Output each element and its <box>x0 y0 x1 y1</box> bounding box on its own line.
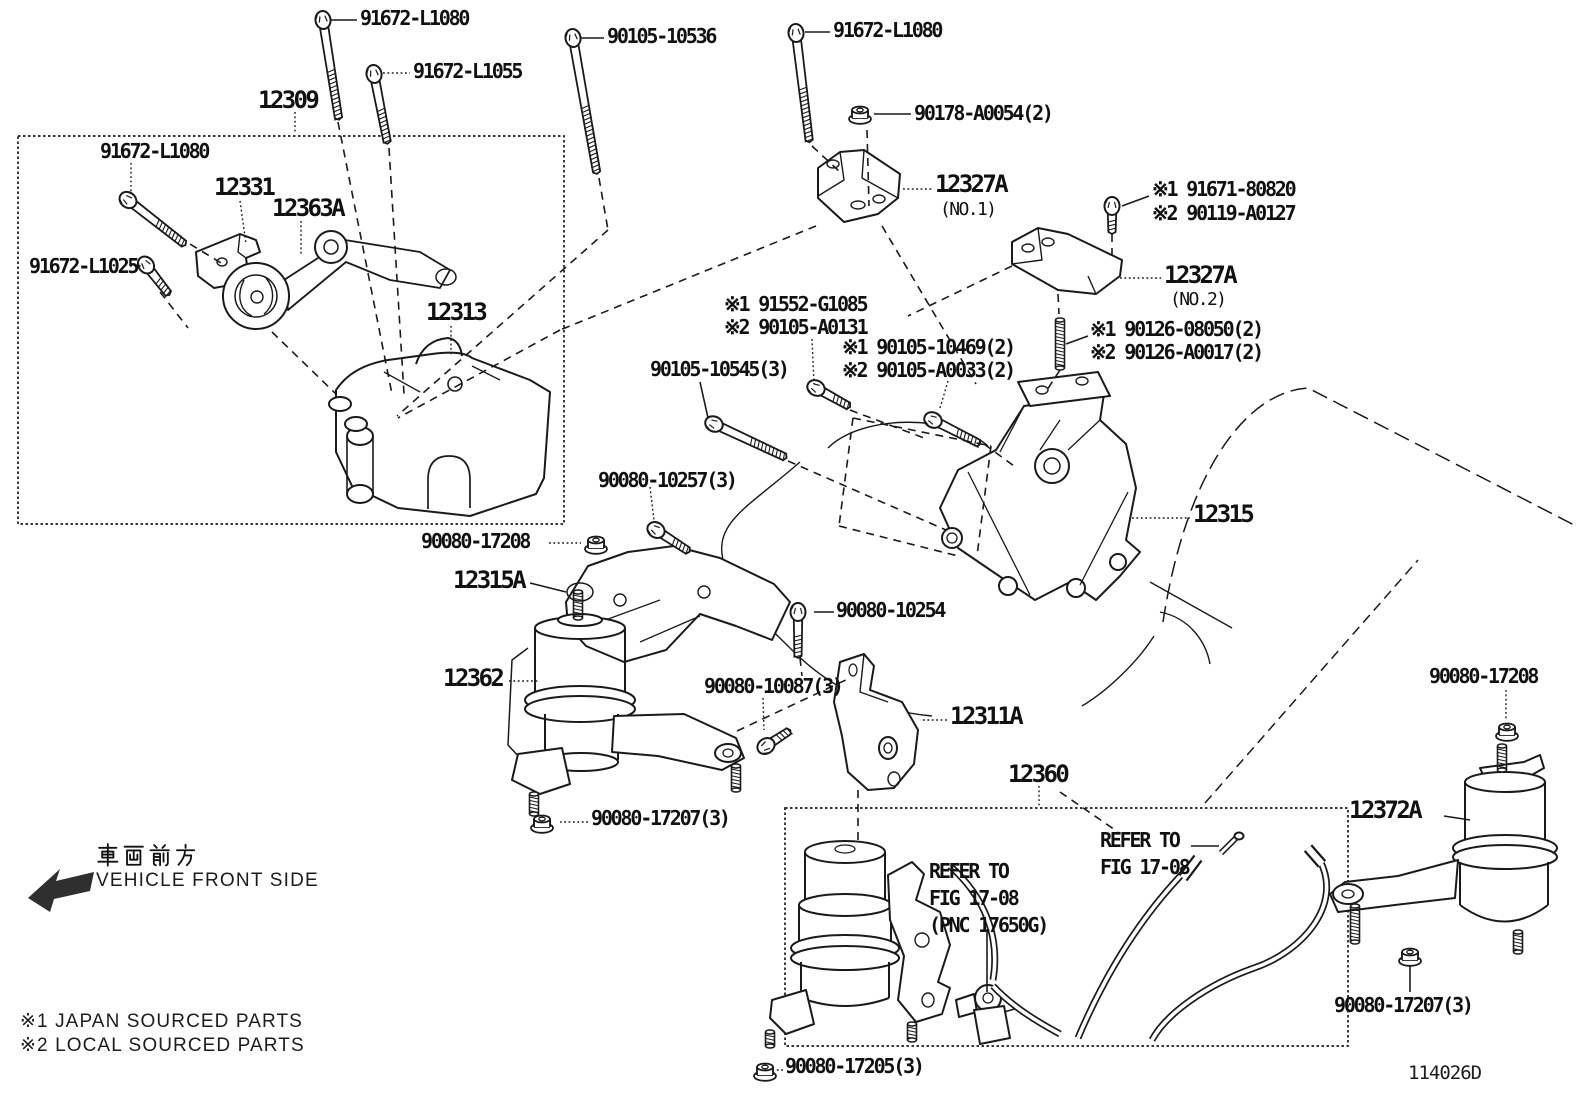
stud-12362-arm <box>730 763 742 793</box>
label-alt-91552-g1085: ※1 91552-G1085 <box>724 292 869 316</box>
label-nut-90178-a0054: 90178-A0054(2) <box>914 101 1054 125</box>
engine-mount-insulator-12363a <box>222 230 457 330</box>
label-nut-90080-17207-r: 90080-17207(3) <box>1334 993 1474 1017</box>
bolt-90105-10536 <box>564 28 602 175</box>
label-bolt-91672-l1080-1: 91672-L1080 <box>360 6 470 30</box>
label-bolt-91672-l1055: 91672-L1055 <box>413 59 523 83</box>
label-bolt-91672-l1080-3: 91672-L1080 <box>100 139 210 163</box>
label-part-12360: 12360 <box>1008 760 1070 788</box>
engine-mount-insulator-12362 <box>507 613 745 795</box>
engine-mount-insulator-12372a <box>1329 754 1558 923</box>
stud-12362-top <box>572 589 584 621</box>
stud-12372a-arm <box>1349 903 1361 945</box>
rear-mount-assembly-12360 <box>769 831 1331 1045</box>
bolt-90080-10257 <box>646 521 691 555</box>
nut-90080-17208-r <box>1495 722 1519 742</box>
bolt-91672-l1055 <box>365 64 392 145</box>
label-bolt-91672-l1080-2: 91672-L1080 <box>833 18 943 42</box>
bolt-91552-g1085 <box>806 379 852 411</box>
label-vehicle-front-side: VEHICLE FRONT SIDE <box>96 870 319 891</box>
label-alt-90126-08050: ※1 90126-08050(2) <box>1090 317 1264 341</box>
label-part-12313: 12313 <box>426 298 488 326</box>
label-part-12327a-no2: 12327A <box>1164 261 1238 289</box>
vacuum-hoses <box>947 844 1331 1042</box>
note-japan-sourced: ※1 JAPAN SOURCED PARTS <box>20 1011 303 1032</box>
group-box-12360 <box>784 807 1349 1047</box>
label-bolt-90080-10254: 90080-10254 <box>836 598 946 622</box>
label-bolt-90105-10545: 90105-10545(3) <box>650 357 790 381</box>
stud-90126 <box>1054 317 1066 371</box>
bolt-91672-l1080-1 <box>314 10 344 121</box>
stud-12372a-side <box>1512 929 1524 955</box>
bolt-91672-l1080-3 <box>118 190 188 248</box>
label-nut-90080-17208-r: 90080-17208 <box>1429 664 1539 688</box>
label-alt-91671-80820: ※1 91671-80820 <box>1152 177 1297 201</box>
nut-90080-17208-l <box>584 535 608 555</box>
vacuum-solenoid <box>955 984 1019 1045</box>
figure-code: 114026D <box>1408 1062 1482 1084</box>
stabilizer-bracket-12327a-no2 <box>1011 227 1123 295</box>
label-nut-90080-17205: 90080-17205(3) <box>785 1054 925 1078</box>
bolt-91671-80820 <box>1103 196 1121 236</box>
nut-90080-17205 <box>753 1062 777 1082</box>
bolt-90080-10087 <box>756 727 793 755</box>
note-local-sourced: ※2 LOCAL SOURCED PARTS <box>20 1035 305 1056</box>
stabilizer-bracket-12327a-no1 <box>817 149 901 223</box>
bolt-91672-l1025 <box>136 255 173 298</box>
side-bracket-12315a <box>565 545 791 663</box>
label-part-12372a: 12372A <box>1349 796 1423 824</box>
label-part-12362: 12362 <box>443 664 505 692</box>
label-bolt-90105-10536: 90105-10536 <box>607 24 717 48</box>
label-part-12315a: 12315A <box>453 566 527 594</box>
bolt-91672-l1080-2 <box>787 23 814 144</box>
label-bolt-90080-10257: 90080-10257(3) <box>598 468 738 492</box>
label-nut-90080-17208-l: 90080-17208 <box>421 529 531 553</box>
label-refer-pnc-1: REFER TO <box>929 859 1010 883</box>
stud-12372a-top <box>1496 743 1508 773</box>
bolt-90080-10254 <box>789 602 807 660</box>
label-part-12327a-no1: 12327A <box>935 170 1009 198</box>
label-nut-90080-17207-l: 90080-17207(3) <box>591 806 731 830</box>
label-bolt-91672-l1025: 91672-L1025 <box>29 254 139 278</box>
stud-12360-left <box>764 1029 776 1049</box>
label-part-12331: 12331 <box>214 173 276 201</box>
clamp-part <box>1218 831 1245 856</box>
label-alt-90105-10469: ※1 90105-10469(2) <box>842 335 1016 359</box>
mounting-bracket-12311a <box>833 653 919 791</box>
label-refer-right-2: FIG 17-08 <box>1100 855 1191 879</box>
label-alt-90119-a0127: ※2 90119-A0127 <box>1152 201 1297 225</box>
label-alt-90126-a0017: ※2 90126-A0017(2) <box>1090 340 1264 364</box>
group-box-12309 <box>17 135 565 525</box>
vehicle-front-arrow <box>28 869 94 912</box>
bolt-90105-10545 <box>704 415 788 462</box>
nut-90178-a0054 <box>848 105 872 125</box>
label-part-12363a: 12363A <box>272 194 346 222</box>
stud-12360-right <box>906 1021 918 1043</box>
stud-12362-bottom <box>528 791 540 817</box>
label-no2: (NO.2) <box>1170 289 1227 310</box>
leader-lines-layer <box>130 19 1507 1071</box>
label-part-12309: 12309 <box>258 86 320 114</box>
label-alt-90105-a0033: ※2 90105-A0033(2) <box>842 358 1016 382</box>
label-no1: (NO.1) <box>940 199 997 220</box>
vehicle-front-kanji <box>97 843 196 867</box>
label-alt-90105-a0131: ※2 90105-A0131 <box>724 315 869 339</box>
label-refer-right-1: REFER TO <box>1100 828 1181 852</box>
bolt-90105-10469 <box>923 411 982 449</box>
label-refer-pnc-2: FIG 17-08 <box>929 886 1020 910</box>
nut-90080-17207-r <box>1398 947 1422 967</box>
nut-90080-17207-l <box>530 814 554 834</box>
engine-mounting-bracket-12315 <box>939 371 1141 601</box>
label-bolt-90080-10087: 90080-10087(3) <box>704 674 844 698</box>
engine-mounting-bracket-12313 <box>328 337 551 517</box>
label-part-12315: 12315 <box>1193 500 1255 528</box>
label-refer-pnc-3: (PNC 17650G) <box>929 913 1049 937</box>
hardware-layer <box>118 10 1524 1082</box>
phantom-outlines <box>721 387 1579 804</box>
label-part-12311a: 12311A <box>950 702 1024 730</box>
